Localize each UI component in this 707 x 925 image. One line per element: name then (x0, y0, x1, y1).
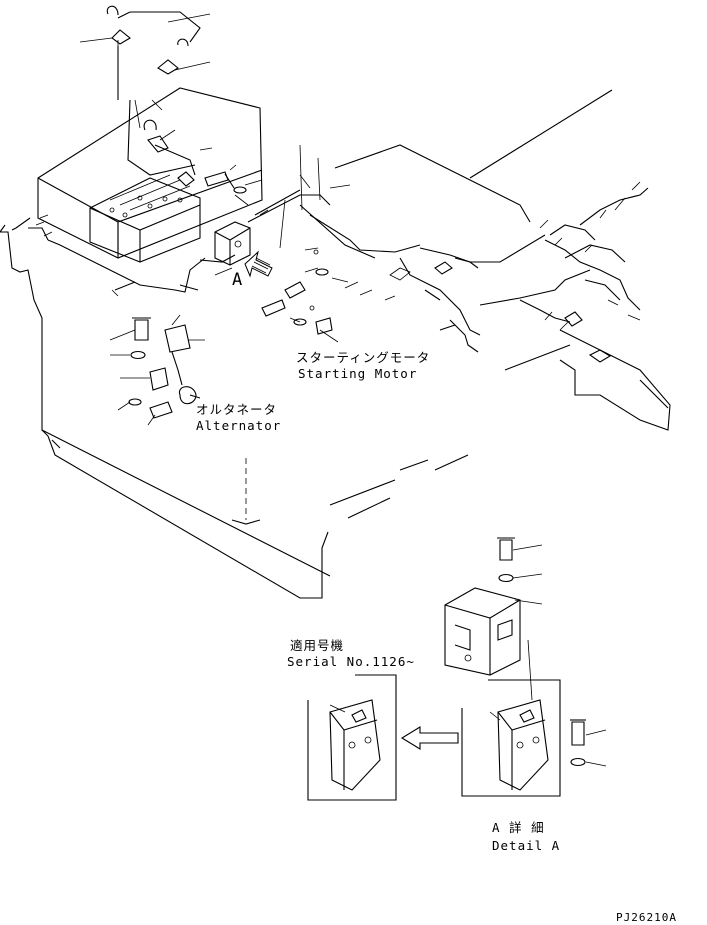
battery-cables (106, 5, 201, 187)
serial-en-label: Serial No.1126~ (287, 654, 415, 669)
battery-box (37, 87, 263, 263)
frame-outline (0, 217, 469, 599)
starting-motor-en-label: Starting Motor (298, 366, 418, 381)
detail-jp-label: A 詳 細 (492, 820, 545, 835)
wiring-harness (28, 181, 649, 363)
view-a-label: A (232, 270, 243, 290)
serial-bracket (307, 674, 397, 801)
detail-en-label: Detail A (492, 838, 561, 853)
battery-relay (214, 221, 251, 266)
hollow-arrow (400, 726, 459, 750)
serial-jp-label: 適用号機 (290, 638, 345, 653)
engine-hood (334, 89, 671, 431)
relay-fasteners (204, 171, 333, 335)
starting-motor-jp-label: スターティングモータ (296, 350, 431, 365)
alternator-jp-label: オルタネータ (196, 402, 278, 417)
alternator-bracket (128, 317, 201, 419)
guide-arrow (111, 289, 261, 525)
detail-a-assembly (444, 537, 607, 797)
view-arrow-a (244, 250, 273, 278)
drawing-number: PJ26210A (616, 911, 677, 924)
alternator-en-label: Alternator (196, 418, 282, 433)
leader-lines (79, 13, 351, 426)
